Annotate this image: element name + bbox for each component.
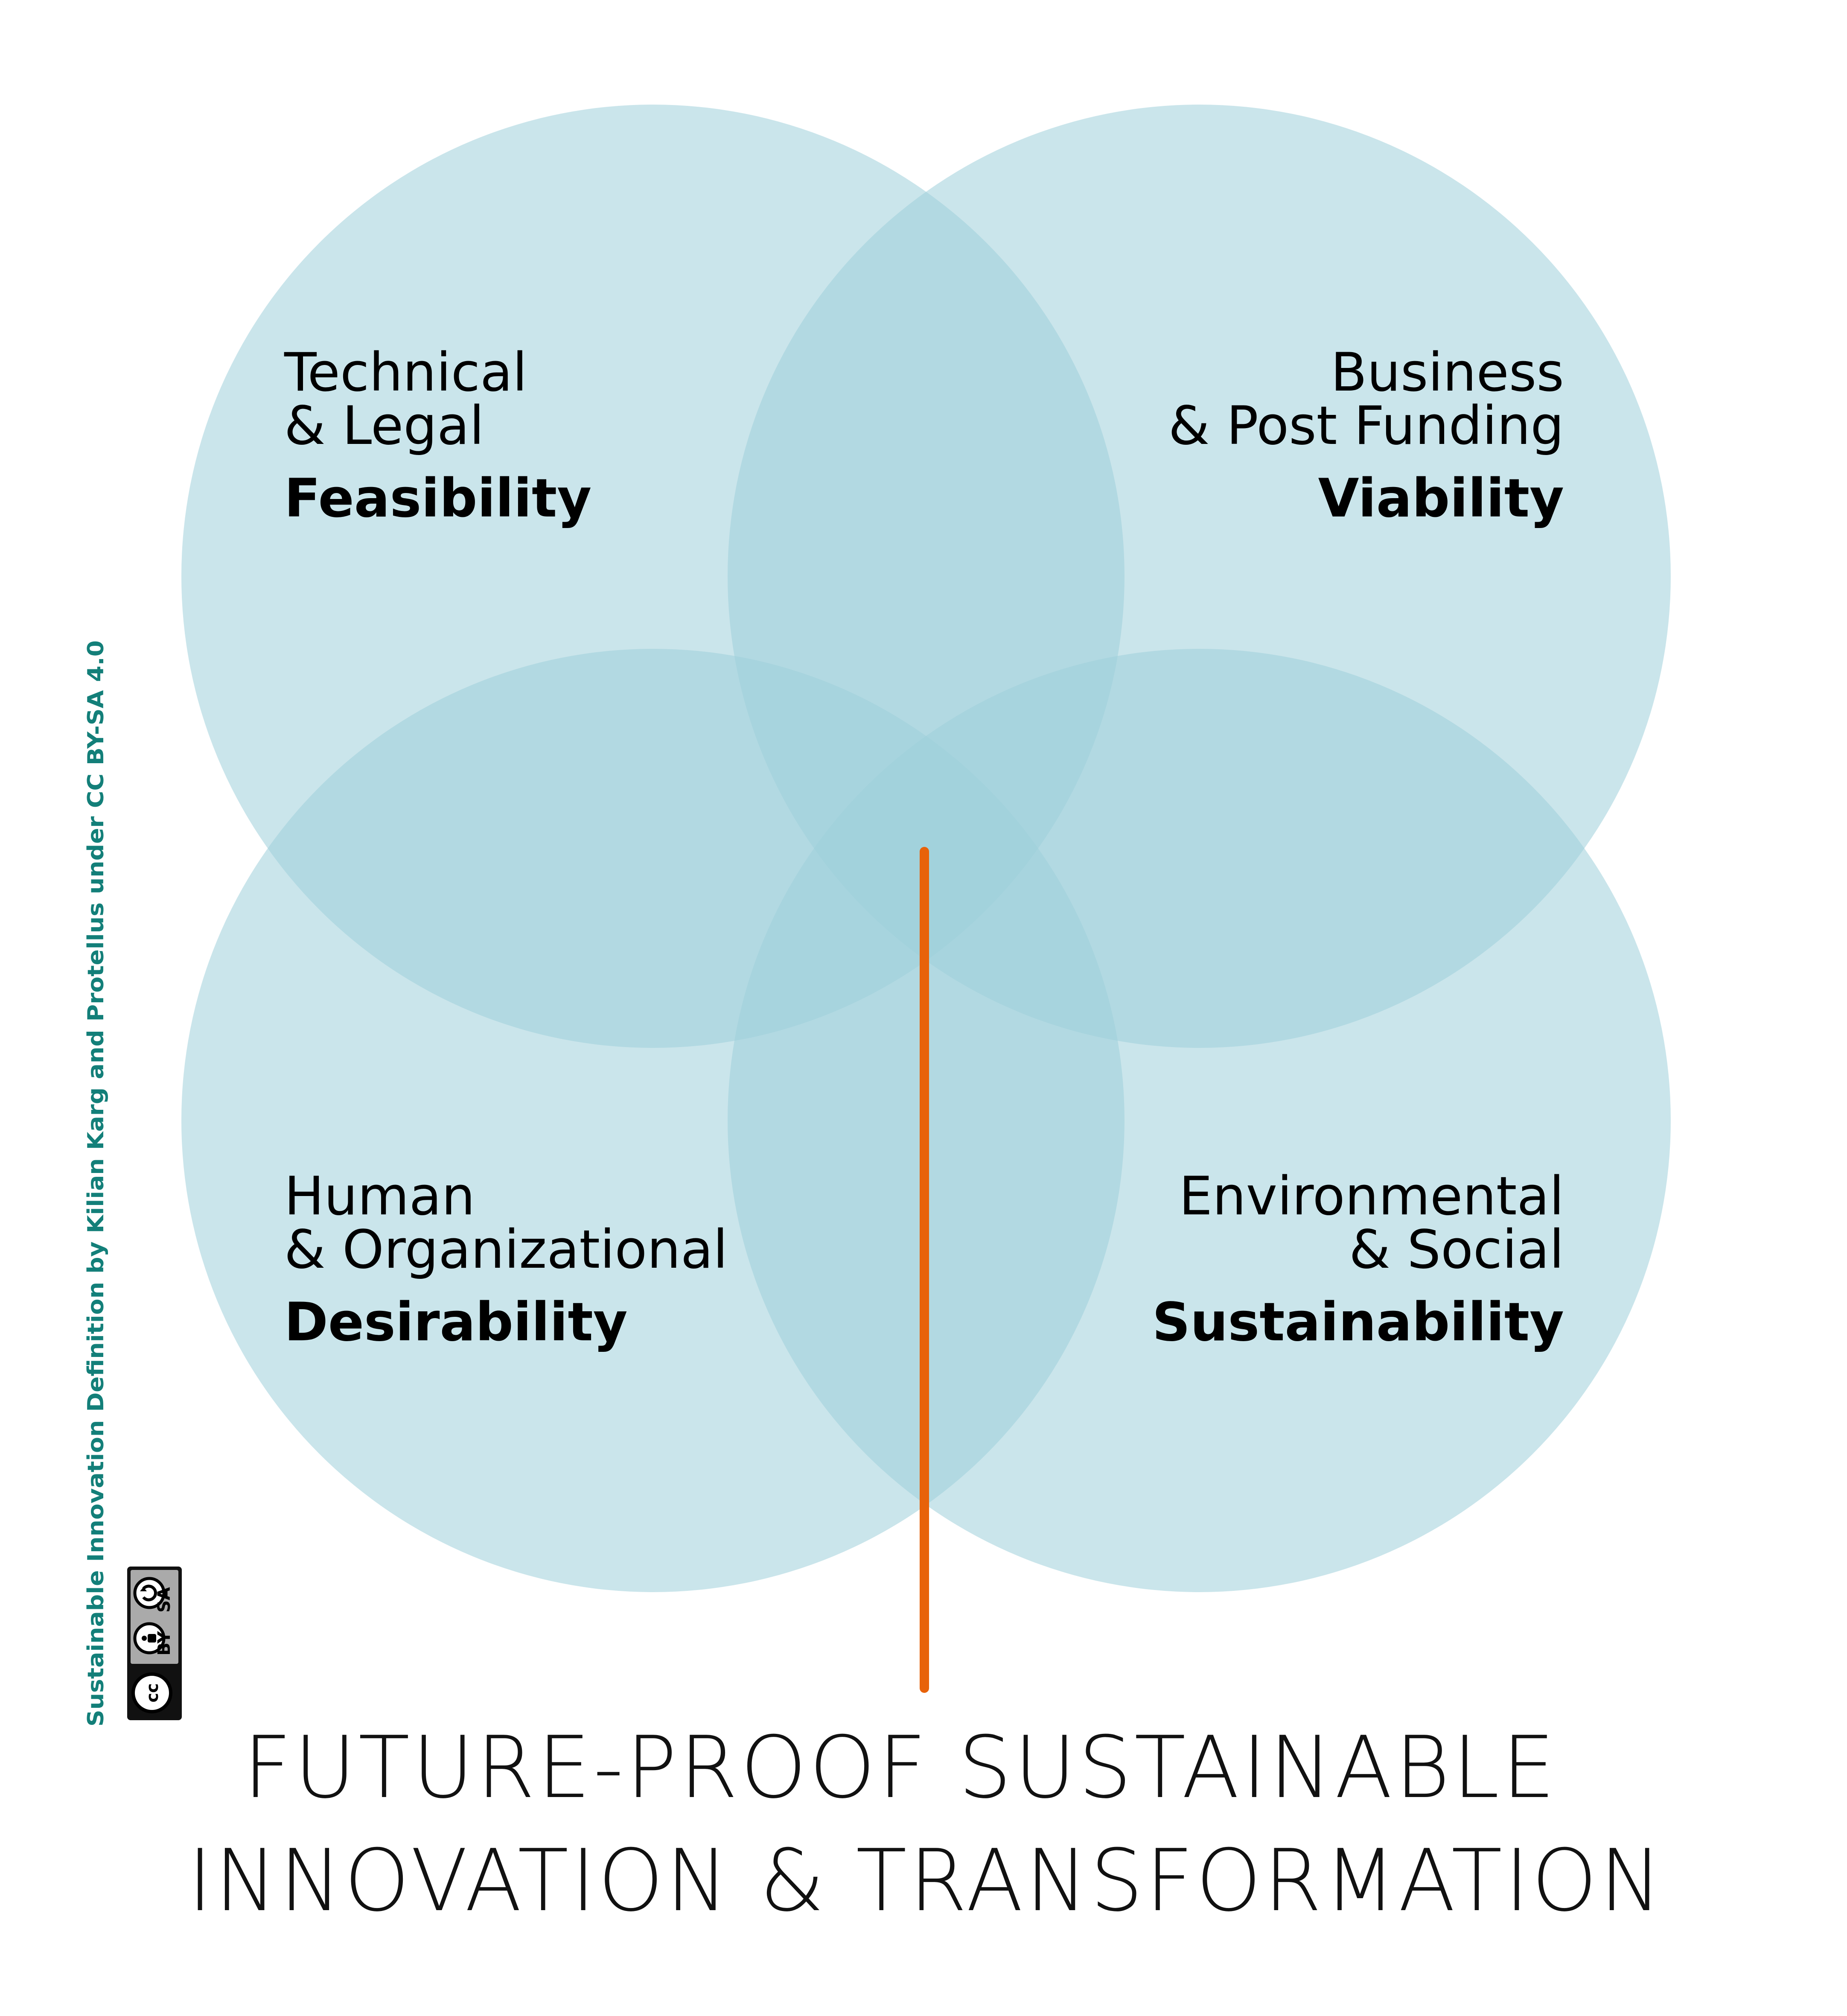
desirability-line1: Human <box>284 1166 475 1227</box>
sustainability-title: Sustainability <box>1152 1292 1564 1353</box>
cc-icon: cc <box>131 1672 172 1713</box>
quadrant-top-left: Technical & Legal Feasibility <box>284 342 591 529</box>
attribution-icon <box>133 1622 166 1654</box>
feasibility-line2: & Legal <box>284 395 484 457</box>
license-badge: cc SA BY <box>127 1567 182 1720</box>
feasibility-title: Feasibility <box>284 468 591 529</box>
share-alike-icon <box>133 1577 166 1609</box>
cc-icon-label: cc <box>143 1683 162 1702</box>
sustainability-line2: & Social <box>1349 1219 1564 1281</box>
credit-text: Sustainable Innovation Definition by Kil… <box>83 640 109 1727</box>
headline-line1: FUTURE-PROOF SUSTAINABLE <box>243 1718 1558 1818</box>
viability-line2: & Post Funding <box>1168 395 1564 457</box>
circle-sustainability <box>728 649 1671 1592</box>
viability-line1: Business <box>1331 342 1564 403</box>
headline: FUTURE-PROOF SUSTAINABLE INNOVATION & TR… <box>188 1718 1664 1931</box>
quadrant-bottom-right: Environmental & Social Sustainability <box>1152 1166 1564 1353</box>
headline-line2: INNOVATION & TRANSFORMATION <box>188 1831 1664 1931</box>
desirability-line2: & Organizational <box>284 1219 728 1281</box>
viability-title: Viability <box>1318 468 1564 529</box>
badge-sa-label: SA <box>154 1587 174 1613</box>
circles <box>181 105 1671 1592</box>
feasibility-line1: Technical <box>284 342 527 403</box>
quadrant-top-right: Business & Post Funding Viability <box>1168 342 1564 529</box>
badge-by-label: BY <box>154 1631 174 1655</box>
sustainability-line1: Environmental <box>1179 1166 1564 1227</box>
desirability-title: Desirability <box>284 1292 628 1353</box>
quadrant-bottom-left: Human & Organizational Desirability <box>284 1166 728 1353</box>
